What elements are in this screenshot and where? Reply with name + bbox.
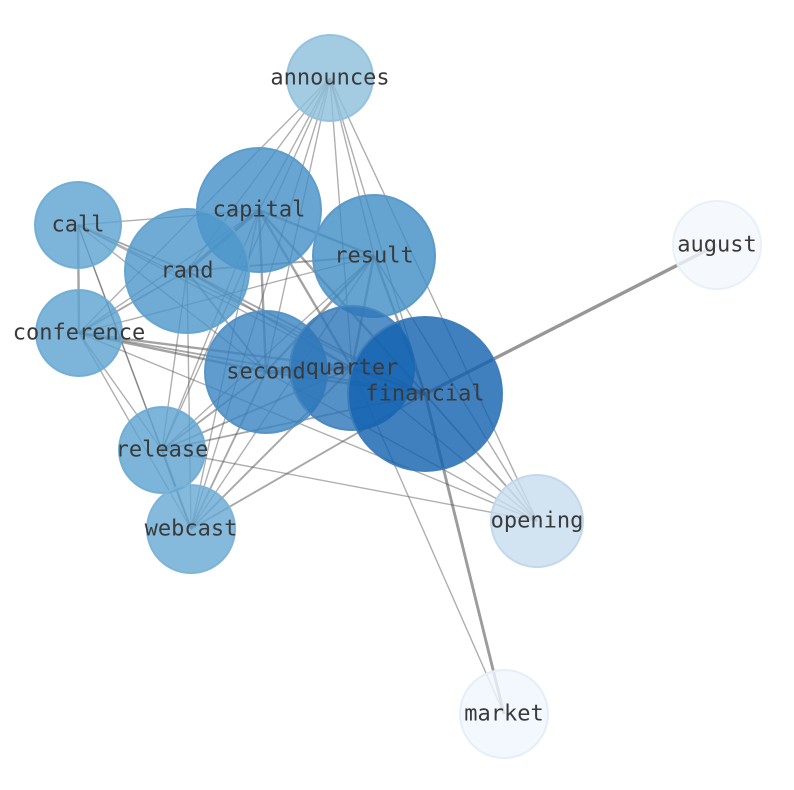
edge-conference-opening — [78, 332, 538, 522]
node-circle-webcast — [146, 484, 236, 574]
node-circle-announces — [286, 34, 374, 122]
node-circle-financial — [347, 316, 503, 472]
edge-announces-webcast — [190, 77, 331, 530]
node-circle-august — [672, 200, 762, 290]
node-circle-call — [34, 181, 122, 269]
node-circle-conference — [35, 289, 123, 377]
node-layer — [34, 34, 762, 759]
node-circle-market — [459, 669, 549, 759]
node-circle-result — [312, 194, 436, 318]
edge-announces-opening — [329, 77, 538, 522]
node-circle-opening — [490, 474, 584, 568]
node-circle-rand — [124, 208, 250, 334]
edge-release-opening — [161, 449, 538, 522]
node-circle-release — [118, 406, 206, 494]
